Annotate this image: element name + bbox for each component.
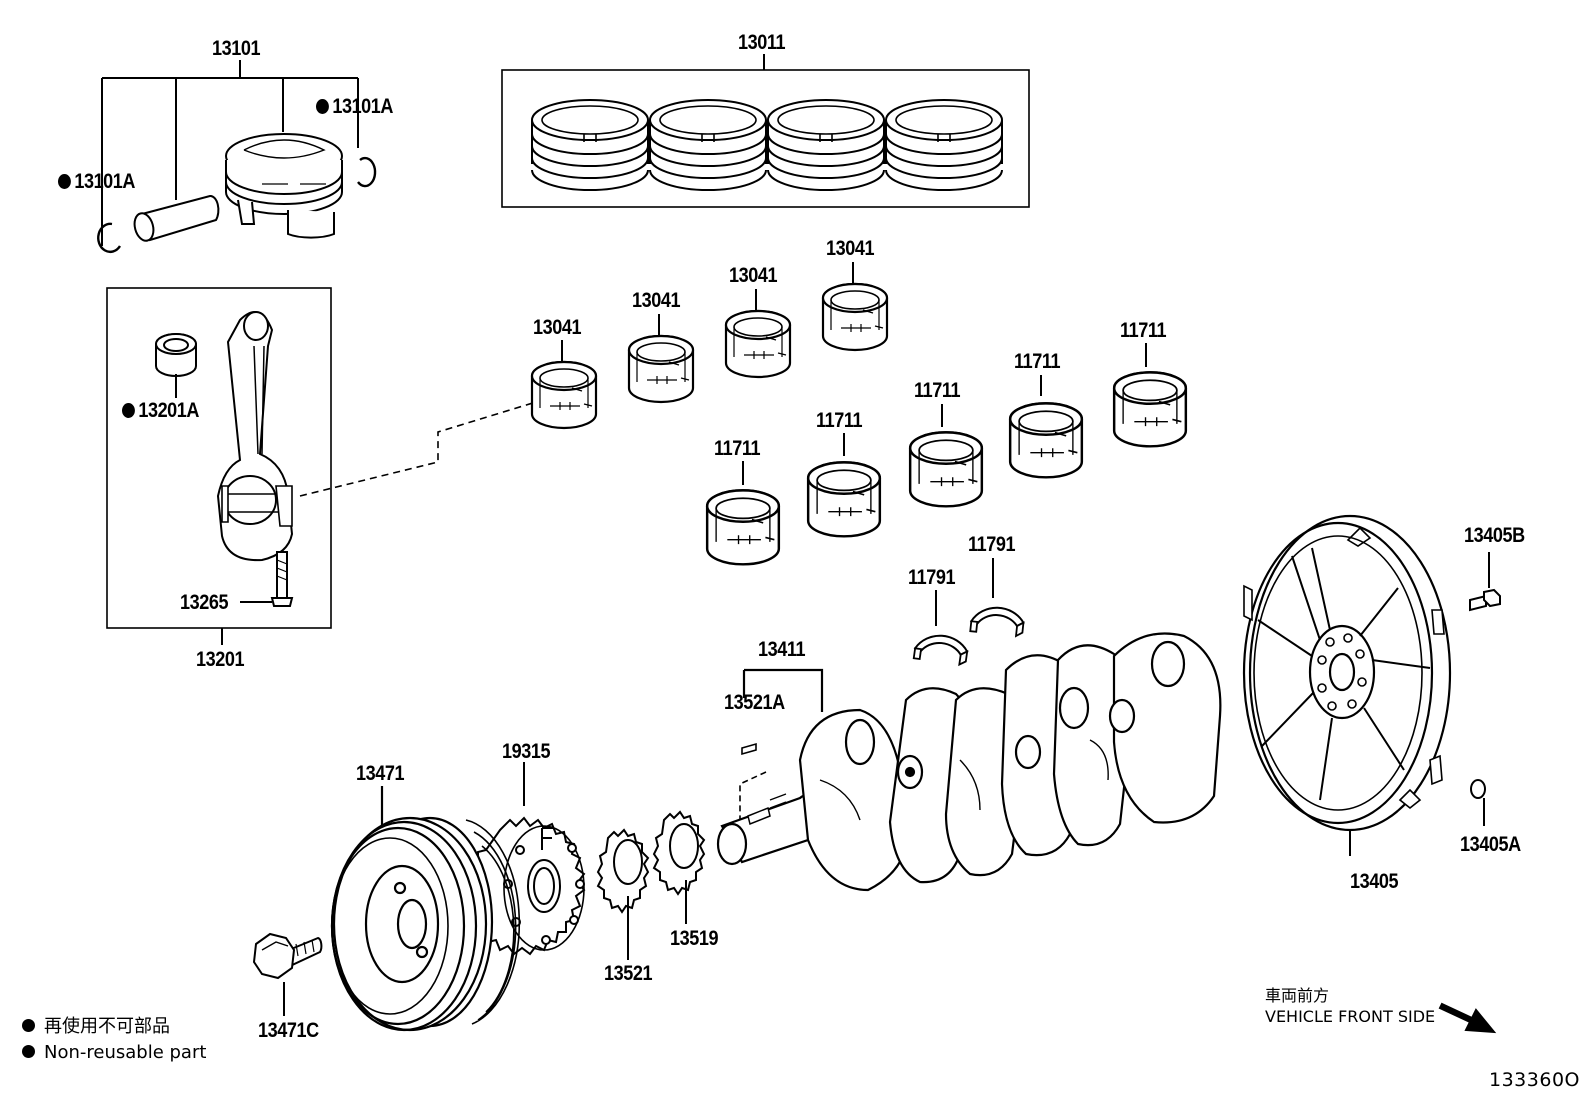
- connecting-rod-assembly: [106, 287, 537, 645]
- part-number-13471C[interactable]: 13471C: [258, 1019, 319, 1042]
- oil-pump-drive-gear: [652, 810, 706, 924]
- part-number-11791[interactable]: 11791: [968, 533, 1016, 556]
- legend-japanese-text: 再使用不可部品: [44, 1016, 170, 1037]
- part-number-11711[interactable]: 11711: [1120, 319, 1167, 342]
- vehicle-front-japanese: 車両前方: [1265, 986, 1330, 1005]
- part-number-13201[interactable]: 13201: [196, 648, 245, 671]
- part-number-13101[interactable]: 13101: [212, 37, 261, 60]
- part-number-13101A-right[interactable]: 13101A: [316, 96, 393, 117]
- part-number-13265[interactable]: 13265: [180, 591, 229, 614]
- drive-plate-bolt: [1469, 552, 1501, 612]
- part-number-11711[interactable]: 11711: [1014, 350, 1061, 373]
- piston-ring-set: [501, 54, 1030, 208]
- part-number-11711[interactable]: 11711: [914, 379, 961, 402]
- part-number-13405[interactable]: 13405: [1350, 870, 1399, 893]
- part-number-text: 13201A: [138, 399, 200, 422]
- piston-pin: [133, 195, 220, 242]
- piston-group-leaders: [101, 60, 359, 246]
- part-number-13521A[interactable]: 13521A: [724, 691, 785, 714]
- part-number-11791[interactable]: 11791: [908, 566, 956, 589]
- vehicle-front-english: VEHICLE FRONT SIDE: [1265, 1007, 1436, 1026]
- part-number-13521[interactable]: 13521: [604, 962, 653, 985]
- non-reusable-dot-icon: [58, 174, 71, 189]
- part-number-13519[interactable]: 13519: [670, 927, 719, 950]
- part-number-13201A[interactable]: 13201A: [122, 400, 199, 421]
- non-reusable-dot-icon: [22, 1045, 35, 1058]
- part-number-13041[interactable]: 13041: [826, 237, 875, 260]
- illustration-code: 133360O: [1489, 1069, 1580, 1091]
- piston: [225, 133, 343, 239]
- part-number-11711[interactable]: 11711: [714, 437, 761, 460]
- part-number-13405A[interactable]: 13405A: [1460, 833, 1521, 856]
- front-arrow: [1438, 1002, 1497, 1034]
- part-number-13411[interactable]: 13411: [758, 638, 806, 661]
- part-number-13405B[interactable]: 13405B: [1464, 524, 1525, 547]
- legend-japanese: 再使用不可部品: [22, 1018, 170, 1036]
- thrust-washers: [912, 558, 1026, 667]
- crank-main-bearings: [705, 343, 1188, 566]
- non-reusable-dot-icon: [316, 99, 329, 114]
- crankshaft: [716, 632, 1222, 892]
- snap-ring-left: [97, 222, 122, 253]
- part-number-text: 13101A: [74, 170, 136, 193]
- part-number-11711[interactable]: 11711: [816, 409, 863, 432]
- crank-sprocket: [596, 828, 650, 960]
- legend-english: Non-reusable part: [22, 1044, 206, 1062]
- part-number-13041[interactable]: 13041: [729, 264, 778, 287]
- non-reusable-dot-icon: [122, 403, 135, 418]
- part-number-19315[interactable]: 19315: [502, 740, 551, 763]
- part-number-13041[interactable]: 13041: [533, 316, 582, 339]
- snap-ring-right: [357, 156, 377, 188]
- part-number-13011[interactable]: 13011: [738, 31, 786, 54]
- knock-pin: [1470, 779, 1486, 826]
- crankshaft-pulley: [330, 786, 521, 1032]
- crankshaft-pulley-bolt: [252, 932, 323, 1016]
- part-number-text: 13101A: [332, 95, 394, 118]
- drive-plate: [1242, 514, 1452, 856]
- con-rod-bearings: [530, 262, 889, 430]
- part-number-13041[interactable]: 13041: [632, 289, 681, 312]
- legend-english-text: Non-reusable part: [44, 1042, 207, 1063]
- part-number-13471[interactable]: 13471: [356, 762, 405, 785]
- non-reusable-dot-icon: [22, 1019, 35, 1032]
- part-number-13101A-left[interactable]: 13101A: [58, 171, 135, 192]
